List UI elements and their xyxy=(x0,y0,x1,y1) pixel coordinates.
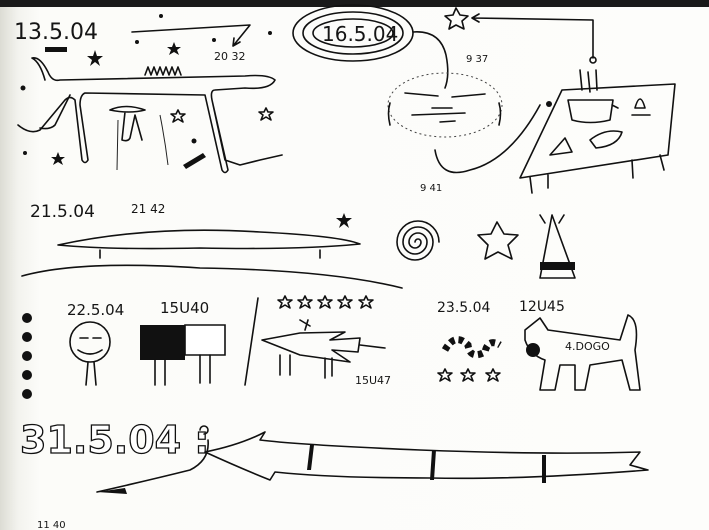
entry-22-5-04: 22.5.04 15U40 15U47 xyxy=(67,295,391,387)
entry-21-5-04: 21.5.04 21 42 xyxy=(21,202,576,289)
entry-13-5-04: 13.5.04 20 32 xyxy=(14,14,283,174)
dash-mark xyxy=(183,153,206,169)
egg-cup xyxy=(631,98,651,116)
cow-body xyxy=(140,325,185,360)
strings xyxy=(116,114,169,171)
cow-legs xyxy=(154,354,211,386)
star-icon xyxy=(51,152,65,165)
arrow xyxy=(471,13,594,59)
date-label: 23.5.04 xyxy=(437,300,491,316)
circle xyxy=(589,56,597,64)
ribbon-tip xyxy=(97,488,127,494)
time-label: 20 32 xyxy=(214,50,246,63)
entry-23-5-04: 23.5.04 12U45 4.DOGO xyxy=(437,299,641,391)
star-outline-icon xyxy=(258,107,274,121)
star-icon xyxy=(336,213,352,228)
cow-tail xyxy=(244,297,259,386)
dash-mark xyxy=(45,47,67,52)
star-row xyxy=(437,368,501,382)
arrow xyxy=(434,104,541,174)
top-dark-band xyxy=(0,0,709,7)
binder-holes xyxy=(22,313,32,399)
creature-spikes xyxy=(144,66,182,76)
totem-figure xyxy=(539,214,576,279)
dots xyxy=(20,14,272,155)
date-label: 31.5.04 : xyxy=(20,418,210,462)
rocket-creature xyxy=(261,319,386,379)
time-label-a: 15U40 xyxy=(160,299,209,317)
arrow xyxy=(131,24,251,47)
face-ears xyxy=(387,102,502,126)
time-label-b: 15U47 xyxy=(355,374,391,387)
time-label-a: 9 37 xyxy=(466,54,488,65)
creature-body xyxy=(17,56,283,174)
dog-nose xyxy=(526,343,540,357)
date-label: 16.5.04 xyxy=(322,22,398,46)
star-row xyxy=(277,295,374,309)
ribbon xyxy=(204,431,649,481)
wavy-rings xyxy=(292,4,414,62)
star-icon xyxy=(167,42,181,55)
spotted-star xyxy=(477,221,519,260)
totem-stripe xyxy=(540,262,575,270)
date-label: 21.5.04 xyxy=(30,202,95,222)
time-label-b: 9 41 xyxy=(420,183,442,194)
entry-31-5-04: 31.5.04 : 11 40 xyxy=(19,417,649,530)
cooking-pot xyxy=(567,69,619,124)
cow-body-white xyxy=(184,324,226,356)
dot xyxy=(546,101,552,107)
dog-label: 4.DOGO xyxy=(565,340,610,353)
entry-16-5-04: 16.5.04 9 37 9 41 xyxy=(292,4,676,194)
cheese-slice xyxy=(549,137,573,156)
bread xyxy=(589,130,623,149)
round-face-creature xyxy=(69,321,111,363)
table xyxy=(519,83,676,194)
star-outline-icon xyxy=(444,7,469,30)
star-icon xyxy=(87,50,103,66)
face-lines xyxy=(404,92,486,123)
face-details xyxy=(77,337,103,386)
long-flat-creature xyxy=(57,229,361,259)
time-label: 12U45 xyxy=(519,299,565,315)
time-label: 21 42 xyxy=(131,202,165,216)
face-dotted-outline xyxy=(387,72,503,138)
spiral xyxy=(396,220,440,261)
time-label: 11 40 xyxy=(37,520,66,530)
date-label: 13.5.04 xyxy=(14,20,98,45)
date-label: 22.5.04 xyxy=(67,301,124,319)
striped-worm xyxy=(441,336,502,359)
small-creature xyxy=(109,105,146,142)
ground-line xyxy=(21,264,403,289)
star-outline-icon xyxy=(170,109,186,123)
arrow xyxy=(412,31,449,89)
